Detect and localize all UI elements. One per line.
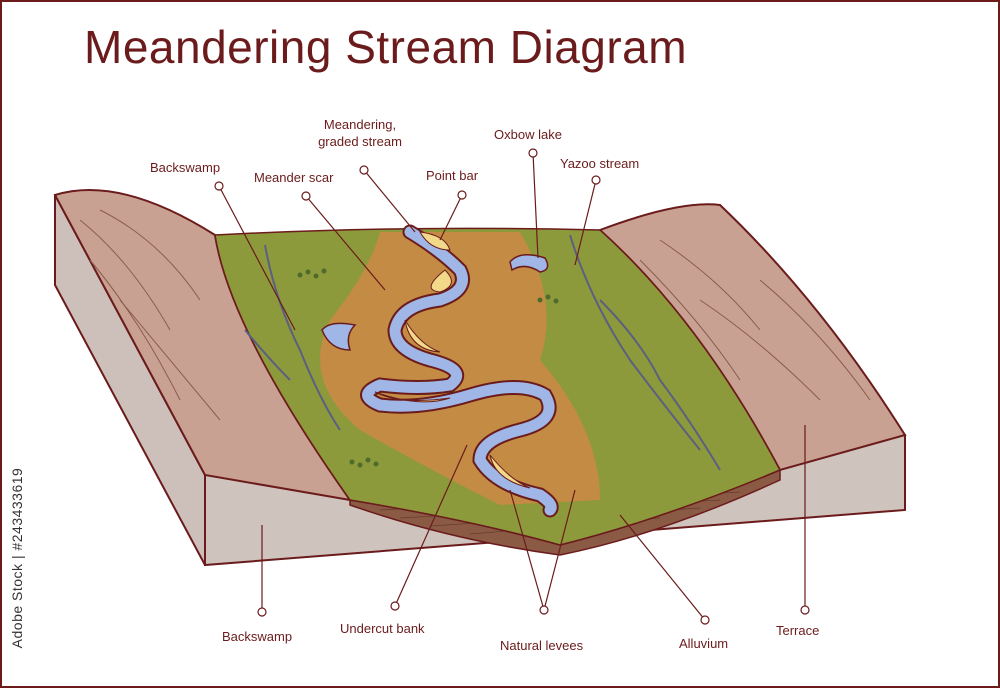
label-meandering-line2: graded stream — [318, 134, 402, 149]
label-point-bar: Point bar — [426, 168, 479, 183]
dot-undercut-bank — [390, 601, 400, 611]
label-undercut-bank: Undercut bank — [340, 621, 425, 636]
point-bars — [374, 231, 531, 489]
yazoo-streams — [244, 234, 721, 471]
oxbow-lake — [509, 254, 549, 273]
label-meander-scar: Meander scar — [254, 170, 334, 185]
leader-dots — [214, 148, 810, 625]
label-backswamp-bottom: Backswamp — [222, 629, 293, 644]
label-meandering-graded-stream: Meandering, graded stream — [308, 116, 412, 150]
dot-oxbow-lake — [528, 148, 538, 158]
dot-yazoo-stream — [591, 175, 601, 185]
stock-id-text: Adobe Stock | #243433619 — [9, 467, 25, 649]
backswamp-vegetation — [297, 268, 559, 468]
diagram-title: Meandering Stream Diagram — [84, 21, 688, 73]
label-alluvium: Alluvium — [679, 636, 729, 651]
label-natural-levees: Natural levees — [500, 638, 584, 653]
label-oxbow-lake: Oxbow lake — [494, 127, 562, 142]
oxbow-lake-left — [321, 322, 357, 351]
dot-point-bar — [457, 190, 467, 200]
dot-terrace — [800, 605, 810, 615]
dot-backswamp-top — [214, 181, 224, 191]
label-yazoo-stream: Yazoo stream — [560, 156, 640, 171]
stock-id-watermark: Adobe Stock | #243433619 — [8, 448, 26, 668]
leader-lines — [218, 152, 806, 621]
dot-natural-levees — [539, 605, 549, 615]
label-backswamp-top: Backswamp — [150, 160, 221, 175]
label-meandering-line1: Meandering, — [323, 117, 397, 132]
dot-backswamp-bottom — [257, 607, 267, 617]
dot-meandering-stream — [359, 165, 369, 175]
left-terrace-texture — [79, 209, 221, 421]
right-terrace-texture — [639, 239, 871, 401]
label-terrace: Terrace — [776, 623, 820, 638]
dot-meander-scar — [301, 191, 311, 201]
dot-alluvium — [700, 615, 710, 625]
